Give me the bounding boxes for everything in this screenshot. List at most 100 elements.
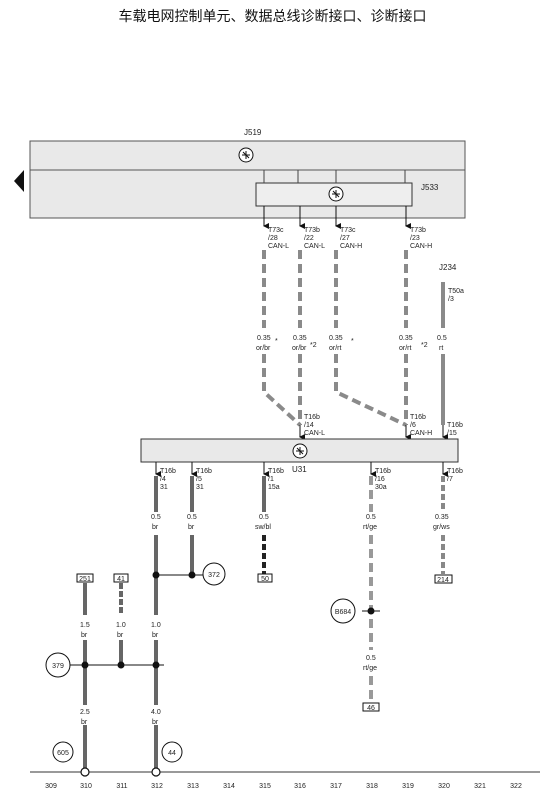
pin-conn: T73b — [304, 227, 320, 234]
pin-signal: CAN-H — [410, 243, 432, 250]
pin-signal: 15a — [268, 484, 280, 491]
u31-bottom-pin-labels: T16b /4 31 T16b /5 31 T16b /1 15a T16b /… — [160, 468, 463, 491]
wire-color: rt/ge — [363, 665, 377, 672]
splice-dot — [367, 607, 375, 615]
wire-size: 1.0 — [116, 622, 126, 629]
j533-label: J533 — [421, 183, 439, 192]
pin-num: /27 — [340, 235, 350, 242]
pin-signal: 31 — [160, 484, 168, 491]
wire-color: or/rt — [399, 345, 412, 352]
scale-number: 311 — [116, 783, 127, 790]
scale-number: 316 — [294, 783, 306, 790]
wire-size: 0.5 — [259, 514, 269, 521]
splice-dot — [117, 661, 125, 669]
wire-color: or/rt — [329, 345, 342, 352]
scale-number: 320 — [438, 783, 450, 790]
wire-size: 0.5 — [366, 514, 376, 521]
splice-372-label: 372 — [208, 572, 220, 579]
ref-box-label: 214 — [437, 577, 449, 584]
scale-number: 312 — [151, 783, 163, 790]
wire-size: 0.35 — [329, 335, 343, 342]
ref-box-214: 214 — [434, 574, 453, 584]
scale-number: 314 — [223, 783, 235, 790]
ground-44-label: 44 — [168, 750, 176, 757]
u31-top-pin-labels: T16b /14 CAN-L T16b /6 CAN-H T16b /15 — [304, 414, 463, 437]
wire-size: 4.0 — [151, 709, 161, 716]
scale-number: 317 — [330, 783, 342, 790]
pin-num: /7 — [447, 476, 453, 483]
u31-bottom-pin-arrows — [155, 462, 448, 477]
pin-conn: T16b — [447, 422, 463, 429]
splice-379-label: 379 — [52, 663, 64, 670]
wire-color: rt — [439, 345, 443, 352]
ref-box-251: 251 — [76, 573, 94, 583]
wire-color: sw/bl — [255, 524, 271, 531]
wire-color: br — [188, 524, 195, 531]
page-title: 车载电网控制单元、数据总线诊断接口、诊断接口 — [118, 9, 427, 25]
ground-point-605: 605 — [52, 741, 74, 763]
u31-lower-wires — [154, 476, 445, 512]
pin-conn: T16b — [447, 468, 463, 475]
wire-color: or/br — [256, 345, 271, 352]
wire-size: 0.35 — [435, 514, 449, 521]
ref-box-label: 50 — [261, 576, 269, 583]
scale-number: 310 — [80, 783, 92, 790]
location-scale: 309 310 311 312 313 314 315 316 317 318 … — [45, 783, 522, 790]
upper-wires — [262, 250, 445, 328]
ground-605-label: 605 — [57, 750, 69, 757]
splice-b684-label: B684 — [335, 609, 351, 616]
ref-box-label: 41 — [117, 576, 125, 583]
scale-number: 313 — [187, 783, 199, 790]
wire-size: 0.5 — [366, 655, 376, 662]
wire-color: gr/ws — [433, 524, 450, 531]
wire-size: 1.0 — [151, 622, 161, 629]
pin-num: /22 — [304, 235, 314, 242]
pin-signal: CAN-L — [304, 243, 325, 250]
ground-terminal-icon — [151, 767, 161, 777]
wire-size: 0.5 — [437, 335, 447, 342]
wire-size: 0.35 — [293, 335, 307, 342]
ground-point-44: 44 — [161, 741, 183, 763]
pin-signal: 31 — [196, 484, 204, 491]
wire-size: 0.35 — [399, 335, 413, 342]
pin-signal: 30a — [375, 484, 387, 491]
pin-conn: T73c — [340, 227, 356, 234]
pin-conn: T16b — [410, 414, 426, 421]
wire-size: 2.5 — [80, 709, 90, 716]
splice-dot — [152, 661, 160, 669]
j234-pin-num: /3 — [448, 296, 454, 303]
ref-box-label: 46 — [367, 705, 375, 712]
pin-num: /23 — [410, 235, 420, 242]
pin-signal: CAN-H — [410, 430, 432, 437]
scale-number: 322 — [510, 783, 522, 790]
wire-note: *2 — [310, 342, 317, 349]
ref-box-41: 41 — [113, 573, 129, 583]
wire-color: br — [81, 719, 88, 726]
pin-signal: CAN-L — [304, 430, 325, 437]
pin-conn: T16b — [160, 468, 176, 475]
u31-top-pin-arrows — [299, 425, 448, 440]
wire-color: br — [152, 524, 159, 531]
ref-box-46: 46 — [362, 702, 380, 712]
j519-label: J519 — [244, 128, 262, 137]
pin-conn: T16b — [375, 468, 391, 475]
wire-color: br — [117, 632, 124, 639]
wire-color: br — [152, 632, 159, 639]
low-wire-labels: 0.5 br 0.5 br 0.5 sw/bl 0.5 rt/ge 0.35 g… — [151, 514, 450, 531]
pin-signal: CAN-L — [268, 243, 289, 250]
pin-conn: T16b — [268, 468, 284, 475]
splice-dot — [81, 661, 89, 669]
wire-size: 1.5 — [80, 622, 90, 629]
splice-372: 372 — [202, 562, 226, 586]
j234-label: J234 — [439, 263, 457, 272]
lower-bus-wires — [262, 354, 445, 427]
pin-num: /6 — [410, 422, 416, 429]
continuation-arrow-icon — [14, 170, 24, 192]
ground-terminal-icon — [80, 767, 90, 777]
scale-number: 309 — [45, 783, 57, 790]
splice-dot — [152, 571, 160, 579]
scale-number: 321 — [474, 783, 486, 790]
u31-unit: U31 — [140, 438, 459, 474]
j533-pins — [263, 206, 411, 229]
